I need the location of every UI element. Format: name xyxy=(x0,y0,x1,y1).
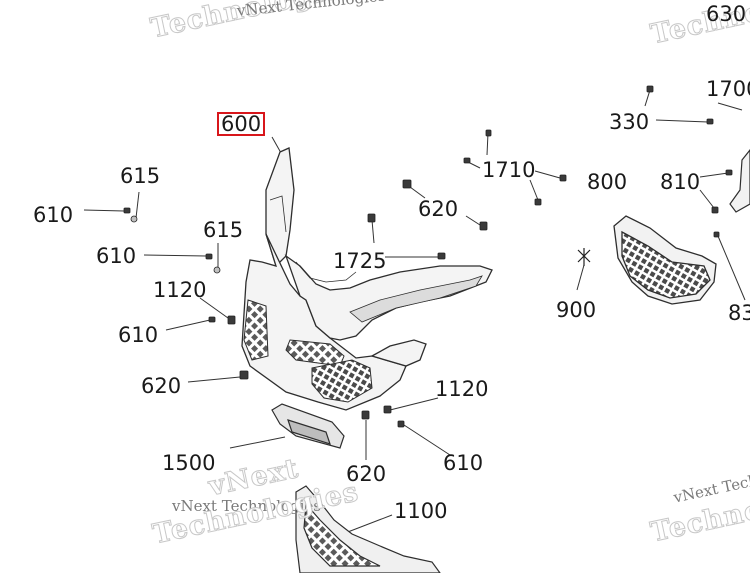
rivet-1710c xyxy=(559,174,567,182)
part-800-grille-insert xyxy=(613,215,717,305)
push-rivet-icon xyxy=(577,248,591,266)
screw-810b xyxy=(711,206,719,214)
rivet-1710d xyxy=(534,198,542,206)
leader-330 xyxy=(655,119,709,123)
rivet-1710b xyxy=(485,129,492,137)
callout-1725[interactable]: 1725 xyxy=(333,249,387,273)
callout-1120b[interactable]: 1120 xyxy=(435,377,489,401)
leader-1725 xyxy=(371,219,375,244)
part-1500-bracket xyxy=(271,403,345,449)
callout-610c[interactable]: 610 xyxy=(118,323,159,347)
screw-330a xyxy=(646,85,654,93)
screw-610b xyxy=(205,253,213,260)
fascia-accent-strip xyxy=(349,275,483,323)
leader-620a xyxy=(187,376,241,383)
leader-810 xyxy=(699,172,729,178)
leader-1500 xyxy=(229,436,286,449)
leader-610a xyxy=(83,209,125,212)
callout-1100[interactable]: 1100 xyxy=(394,499,448,523)
screw-810a xyxy=(725,169,733,176)
leader-810b xyxy=(699,189,715,209)
callout-800[interactable]: 800 xyxy=(587,170,628,194)
part-1100-lower-guard xyxy=(295,485,441,573)
callout-620a[interactable]: 620 xyxy=(141,374,182,398)
leader-610b xyxy=(143,254,207,257)
callout-1710[interactable]: 1710 xyxy=(482,158,536,182)
clip-620b xyxy=(361,410,370,420)
grille-lower-mesh xyxy=(311,359,373,403)
leader-610c xyxy=(165,319,211,331)
clip-620c-c xyxy=(479,221,488,231)
screw-610a xyxy=(123,207,131,214)
nut-1120b xyxy=(383,405,392,414)
callout-615a[interactable]: 615 xyxy=(120,164,161,188)
leader-1710d xyxy=(529,179,539,201)
callout-1120a[interactable]: 1120 xyxy=(153,278,207,302)
clip-620c-b xyxy=(402,179,412,189)
callout-615b[interactable]: 615 xyxy=(203,218,244,242)
leader-1120b xyxy=(389,397,439,411)
nut-1120a xyxy=(227,315,236,325)
rivet-1710a xyxy=(463,157,471,164)
screw-330b xyxy=(706,118,714,125)
washer-615a xyxy=(130,215,138,223)
grille-left-mesh xyxy=(243,299,269,361)
screw-83 xyxy=(713,231,720,238)
rivet-1725 xyxy=(437,252,446,260)
watermark-small-bottom: vNext Technologies xyxy=(172,497,322,515)
callout-610a[interactable]: 610 xyxy=(33,203,74,227)
callout-620c[interactable]: 620 xyxy=(418,197,459,221)
star-clip-900 xyxy=(577,248,591,266)
clip-620c-a xyxy=(367,213,376,223)
leader-1120a xyxy=(199,297,229,319)
callout-1500[interactable]: 1500 xyxy=(162,451,216,475)
fastener-screw-icon xyxy=(123,85,733,428)
leader-900 xyxy=(576,264,585,291)
callout-330[interactable]: 330 xyxy=(609,110,650,134)
screw-610c xyxy=(208,316,216,323)
washer-615b xyxy=(213,266,221,274)
clip-620a xyxy=(239,370,249,380)
leader-1700 xyxy=(717,102,743,111)
leader-620c-b xyxy=(409,186,426,199)
part-1700-partial xyxy=(729,149,750,213)
leader-620c xyxy=(465,215,481,226)
leader-615a xyxy=(135,191,140,219)
callout-630-partial[interactable]: 630 xyxy=(706,2,747,26)
callout-610d[interactable]: 610 xyxy=(443,451,484,475)
screw-610d xyxy=(397,420,405,428)
leader-610d xyxy=(403,424,451,456)
leader-83 xyxy=(717,235,746,301)
callout-900[interactable]: 900 xyxy=(556,298,597,322)
leader-1710c xyxy=(534,170,561,179)
leader-1710b xyxy=(486,132,489,156)
callout-610b[interactable]: 610 xyxy=(96,244,137,268)
callout-600-highlighted[interactable]: 600 xyxy=(217,112,266,136)
leader-330b xyxy=(644,89,651,107)
callout-1700-partial[interactable]: 1700 xyxy=(706,77,750,101)
callout-810[interactable]: 810 xyxy=(660,170,701,194)
callout-620b[interactable]: 620 xyxy=(346,462,387,486)
callout-83-partial[interactable]: 83 xyxy=(728,301,750,325)
